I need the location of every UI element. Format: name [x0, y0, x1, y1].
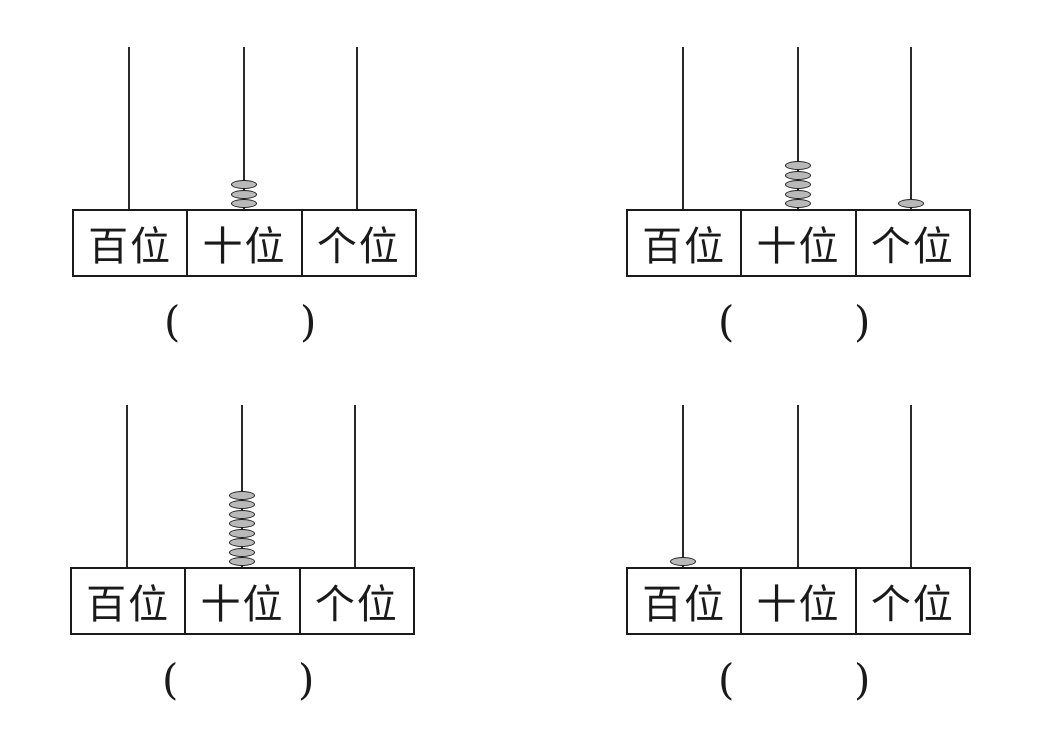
close-paren: )	[300, 297, 317, 346]
bead-tens	[231, 180, 257, 189]
rod-hundreds	[126, 405, 128, 567]
label-ones: 个位	[314, 582, 399, 628]
label-ones: 个位	[870, 582, 955, 628]
bead-tens	[229, 547, 255, 557]
close-paren: )	[854, 655, 871, 704]
bead-tens	[229, 538, 255, 547]
rod-tens	[241, 405, 243, 567]
bead-tens	[229, 500, 255, 509]
open-paren: (	[718, 655, 735, 704]
label-hundreds: 百位	[74, 211, 189, 275]
close-paren: )	[854, 297, 871, 346]
label-tens: 十位	[188, 211, 303, 275]
rod-ones	[910, 47, 912, 209]
answer-blank[interactable]: ( )	[626, 655, 971, 715]
label-tens: 十位	[742, 569, 857, 633]
rod-hundreds	[682, 405, 684, 567]
rod-ones	[910, 405, 912, 567]
bead-tens	[785, 199, 811, 208]
bead-tens	[231, 189, 257, 199]
abacus-4: 百位 十位 个位 ( )	[626, 405, 971, 750]
place-value-labels: 百位 十位 个位	[626, 567, 971, 635]
bead-tens	[229, 528, 255, 538]
label-hundreds: 百位	[628, 211, 743, 275]
open-paren: (	[718, 297, 735, 346]
open-paren: (	[164, 297, 181, 346]
bead-tens	[785, 161, 811, 170]
abacus-2: 百位 十位 个位 ( )	[626, 47, 971, 392]
label-ones: 个位	[870, 224, 955, 270]
rod-tens	[797, 47, 799, 209]
label-ones: 个位	[316, 224, 401, 270]
bead-tens	[785, 170, 811, 180]
answer-blank[interactable]: ( )	[70, 655, 415, 715]
label-hundreds: 百位	[72, 569, 187, 633]
rod-ones	[354, 405, 356, 567]
bead-ones	[898, 199, 924, 208]
place-value-labels: 百位 十位 个位	[626, 209, 971, 277]
label-hundreds: 百位	[628, 569, 743, 633]
rod-hundreds	[128, 47, 130, 209]
bead-tens	[785, 180, 811, 189]
bead-tens	[229, 490, 255, 500]
place-value-labels: 百位 十位 个位	[70, 567, 415, 635]
bead-tens	[231, 199, 257, 208]
bead-tens	[229, 557, 255, 566]
bead-tens	[785, 189, 811, 199]
bead-tens	[229, 519, 255, 528]
place-value-labels: 百位 十位 个位	[72, 209, 417, 277]
close-paren: )	[298, 655, 315, 704]
rod-hundreds	[682, 47, 684, 209]
bead-hundreds	[670, 557, 696, 566]
bead-tens	[229, 509, 255, 519]
rod-tens	[797, 405, 799, 567]
label-tens: 十位	[742, 211, 857, 275]
rod-ones	[356, 47, 358, 209]
open-paren: (	[162, 655, 179, 704]
rod-tens	[243, 47, 245, 209]
answer-blank[interactable]: ( )	[72, 297, 417, 357]
abacus-3: 百位 十位 个位 ( )	[70, 405, 415, 750]
answer-blank[interactable]: ( )	[626, 297, 971, 357]
abacus-1: 百位 十位 个位 ( )	[72, 47, 417, 392]
label-tens: 十位	[186, 569, 301, 633]
